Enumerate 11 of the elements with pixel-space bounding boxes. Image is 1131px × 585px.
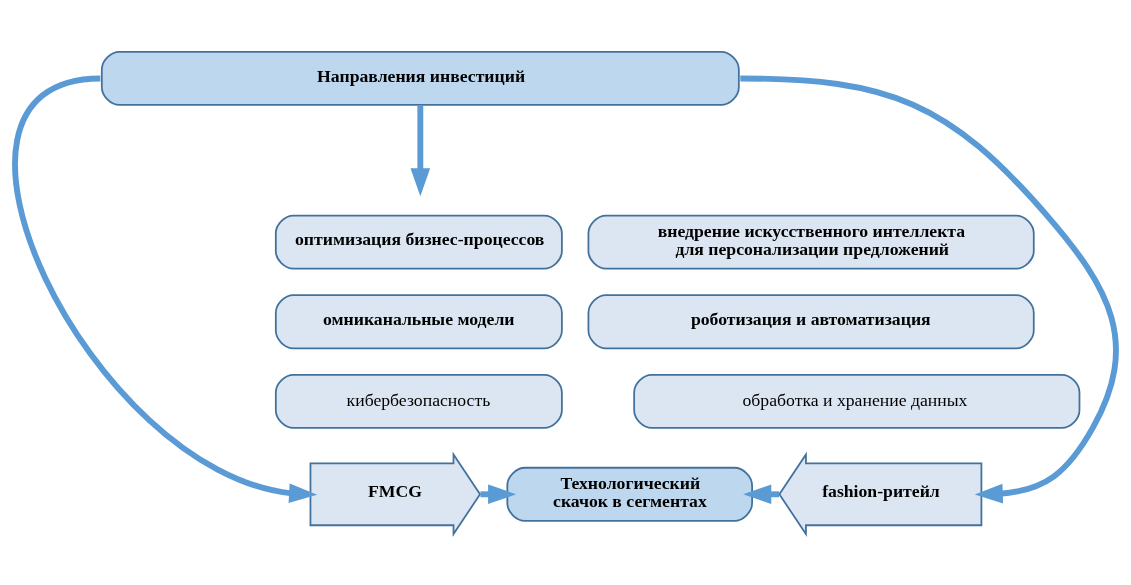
arrow	[410, 104, 431, 196]
node-box: внедрение искусственного интеллекта для персонализации предложений	[587, 214, 1035, 270]
node-box: оптимизация бизнес-процессов	[274, 214, 563, 270]
node-box: Направления инвестиций	[100, 50, 740, 106]
arrow	[13, 75, 318, 503]
node-box: роботизация и автоматизация	[587, 293, 1035, 349]
arrow	[740, 75, 1119, 503]
node-box: Технологический скачок в сегментах	[506, 466, 753, 522]
node-box: обработка и хранение данных	[633, 373, 1081, 429]
node-box: омниканальные модели	[274, 293, 563, 349]
node-box: кибербезопасность	[274, 373, 563, 429]
